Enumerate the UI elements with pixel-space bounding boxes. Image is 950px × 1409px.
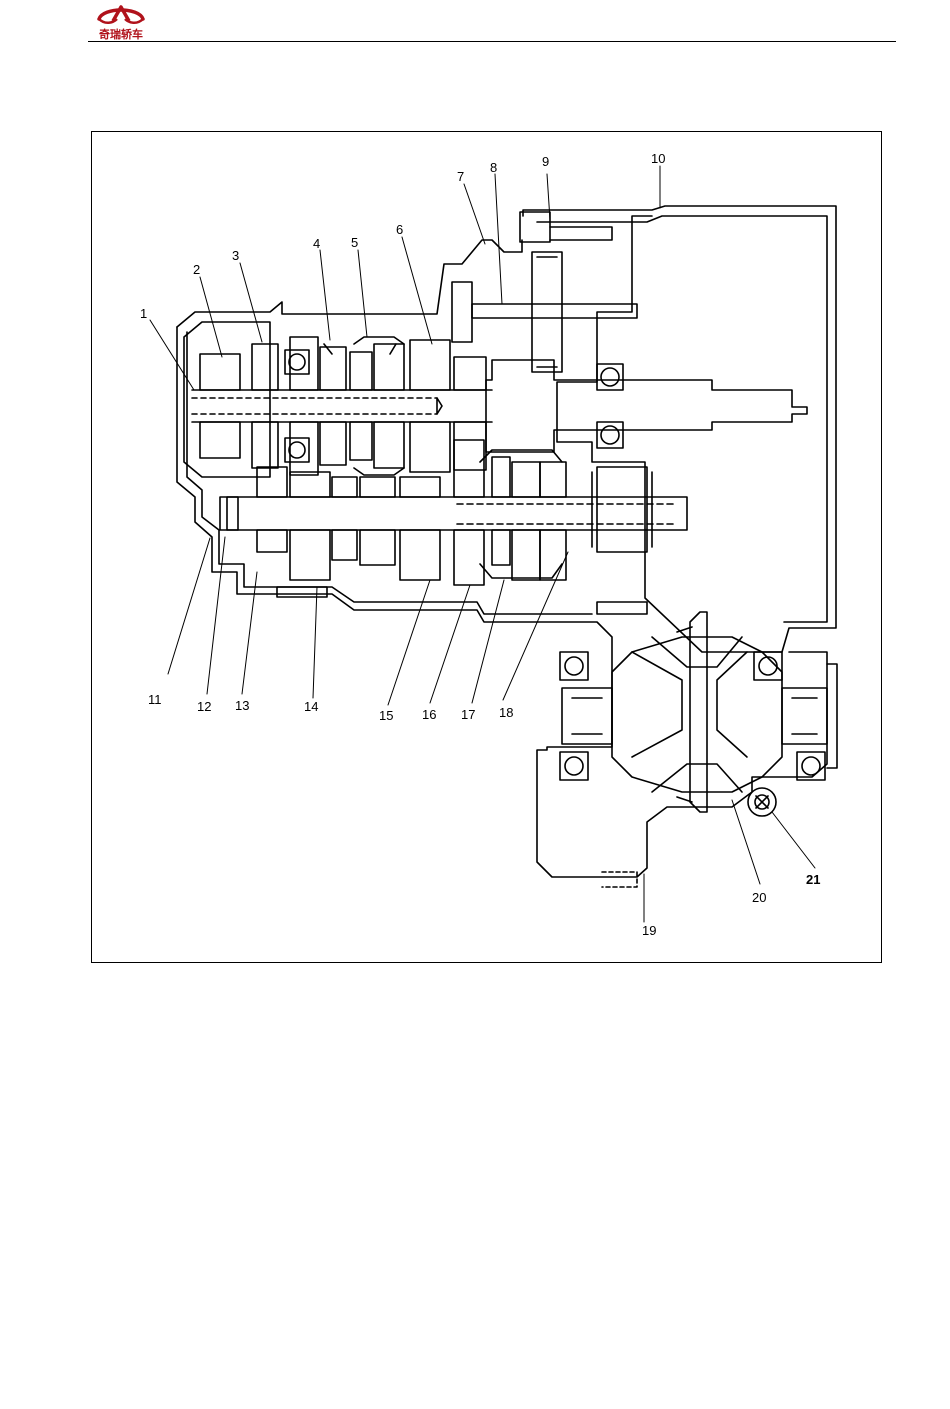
callout-2: 2 xyxy=(193,263,200,277)
logo-text: 奇瑞轿车 xyxy=(90,26,152,42)
page-header: 奇瑞轿车 xyxy=(0,0,950,44)
transmission-cross-section xyxy=(92,132,883,964)
callout-3: 3 xyxy=(232,249,239,263)
callout-10: 10 xyxy=(651,152,665,166)
callout-12: 12 xyxy=(197,700,211,714)
callout-17: 17 xyxy=(461,708,475,722)
brand-logo: 奇瑞轿车 xyxy=(90,3,152,41)
callout-15: 15 xyxy=(379,709,393,723)
callout-20: 20 xyxy=(752,891,766,905)
callout-9: 9 xyxy=(542,155,549,169)
callout-5: 5 xyxy=(351,236,358,250)
callout-14: 14 xyxy=(304,700,318,714)
callout-1: 1 xyxy=(140,307,147,321)
brand-emblem-icon xyxy=(93,3,149,27)
callout-11: 11 xyxy=(148,693,162,707)
header-rule xyxy=(88,41,896,42)
callout-4: 4 xyxy=(313,237,320,251)
callout-21: 21 xyxy=(806,873,820,887)
callout-18: 18 xyxy=(499,706,513,720)
callout-13: 13 xyxy=(235,699,249,713)
callout-6: 6 xyxy=(396,223,403,237)
transmission-figure: 1 2 3 4 5 6 7 8 9 10 11 12 13 14 15 16 1… xyxy=(91,131,882,963)
callout-19: 19 xyxy=(642,924,656,938)
callout-7: 7 xyxy=(457,170,464,184)
callout-16: 16 xyxy=(422,708,436,722)
callout-8: 8 xyxy=(490,161,497,175)
